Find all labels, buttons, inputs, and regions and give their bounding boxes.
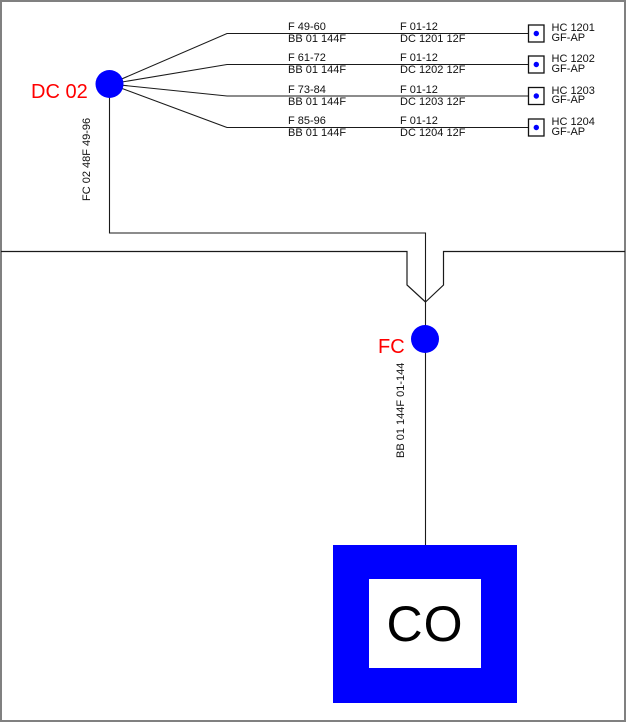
row1-cable-label: BB 01 144F	[288, 33, 347, 45]
distribution-cable-line-1[interactable]	[109, 32, 529, 85]
row4-fibers-label: F 85-96	[288, 115, 326, 127]
region-divider-line	[1, 250, 625, 303]
row3-node-type-label: GF-AP	[551, 94, 586, 107]
row1-fibers-label: F 49-60	[288, 21, 326, 33]
hc-node-dot-3	[533, 93, 539, 99]
hc-node-dot-2	[533, 61, 539, 68]
row3-drop-cable-label: DC 1203 12F	[400, 95, 466, 108]
distribution-cable-line-2[interactable]	[109, 63, 529, 85]
backbone-cable-label: BB 01 144F 01-144	[395, 362, 407, 458]
feeder-cable-label: FC 02 48F 49-96	[81, 117, 93, 201]
dc-node-label: DC 02	[31, 81, 88, 103]
row2-fibers-label: F 61-72	[288, 52, 326, 64]
row2-cable-label: BB 01 144F	[288, 64, 347, 76]
distribution-cable-line-3[interactable]	[109, 83, 529, 97]
row2-drop-fibers-label: F 01-12	[400, 52, 438, 64]
row1-drop-cable-label: DC 1201 12F	[400, 33, 466, 45]
co-building-label: CO	[386, 595, 464, 652]
row3-cable-label: BB 01 144F	[288, 95, 347, 108]
fc-node-label: FC	[378, 336, 405, 358]
row2-node-type-label: GF-AP	[551, 62, 586, 75]
row4-drop-fibers-label: F 01-12	[400, 115, 438, 127]
row1-node-label: HC 1201	[551, 22, 595, 34]
co-building-inner-box	[369, 579, 481, 668]
row1-drop-fibers-label: F 01-12	[400, 21, 438, 33]
row3-node-label: HC 1203	[551, 84, 595, 97]
row4-node-label: HC 1204	[551, 116, 595, 128]
hc-node-dot-4	[533, 124, 539, 131]
fc-node-circle[interactable]	[411, 325, 439, 353]
feeder-backbone-cable-line[interactable]	[108, 84, 427, 545]
row3-drop-fibers-label: F 01-12	[400, 83, 438, 96]
row4-cable-label: BB 01 144F	[288, 127, 347, 139]
row2-drop-cable-label: DC 1202 12F	[400, 64, 466, 76]
row1-node-type-label: GF-AP	[551, 31, 586, 44]
distribution-cable-line-4[interactable]	[109, 83, 529, 129]
row4-node-type-label: GF-AP	[551, 125, 586, 138]
row4-drop-cable-label: DC 1204 12F	[400, 127, 466, 139]
hc-node-dot-1	[533, 30, 539, 37]
row2-node-label: HC 1202	[551, 53, 595, 65]
dc-node-circle[interactable]	[95, 70, 124, 98]
row3-fibers-label: F 73-84	[288, 83, 326, 96]
